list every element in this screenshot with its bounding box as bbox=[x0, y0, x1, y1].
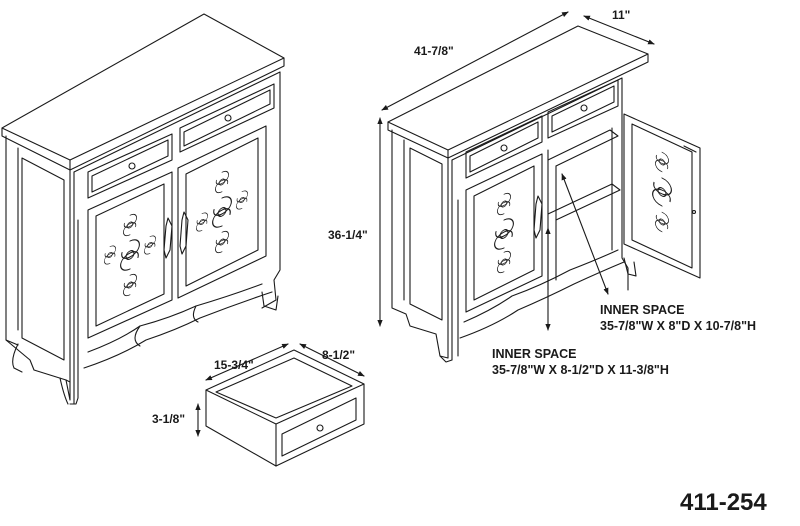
depth-label: 11" bbox=[612, 8, 631, 22]
inner-space-lower-title: INNER SPACE bbox=[492, 347, 577, 361]
left-door bbox=[87, 171, 173, 339]
open-right-door bbox=[623, 113, 701, 279]
drawer-detail bbox=[205, 349, 365, 467]
model-number: 411-254 bbox=[680, 489, 767, 516]
left-drawer-front bbox=[87, 133, 173, 199]
inner-space-upper: INNER SPACE 35-7/8"W X 8"D X 10-7/8"H bbox=[600, 302, 756, 334]
drawer-depth-label: 8-1/2" bbox=[322, 348, 356, 362]
right-door bbox=[177, 125, 267, 299]
dimension-lines bbox=[195, 11, 655, 437]
right-drawer-front bbox=[179, 83, 275, 153]
inner-space-upper-size: 35-7/8"W X 8"D X 10-7/8"H bbox=[600, 319, 757, 333]
width-dimension-line bbox=[381, 11, 569, 111]
depth-dimension-line bbox=[583, 15, 655, 45]
inner-upper-pointer bbox=[561, 173, 609, 295]
height-label: 36-1/4" bbox=[328, 228, 368, 242]
drawer-width-line bbox=[205, 343, 289, 381]
cabinet-open-view bbox=[387, 25, 701, 363]
open-left-drawer-front bbox=[465, 115, 543, 179]
interior-shelf-middle bbox=[547, 183, 621, 221]
cabinet-closed-view bbox=[1, 13, 285, 405]
inner-space-upper-title: INNER SPACE bbox=[600, 303, 685, 317]
interior-shelf-upper bbox=[547, 129, 619, 167]
open-right-drawer-front bbox=[547, 79, 619, 139]
inner-space-lower: INNER SPACE 35-7/8"W X 8-1/2"D X 11-3/8"… bbox=[492, 346, 669, 378]
drawer-height-label: 3-1/8" bbox=[152, 412, 186, 426]
drawer-width-label: 15-3/4" bbox=[214, 358, 254, 372]
open-view-left-door bbox=[465, 153, 543, 313]
drawer-depth-line bbox=[299, 343, 365, 377]
width-label: 41-7/8" bbox=[414, 44, 454, 58]
inner-space-lower-size: 35-7/8"W X 8-1/2"D X 11-3/8"H bbox=[492, 363, 669, 377]
